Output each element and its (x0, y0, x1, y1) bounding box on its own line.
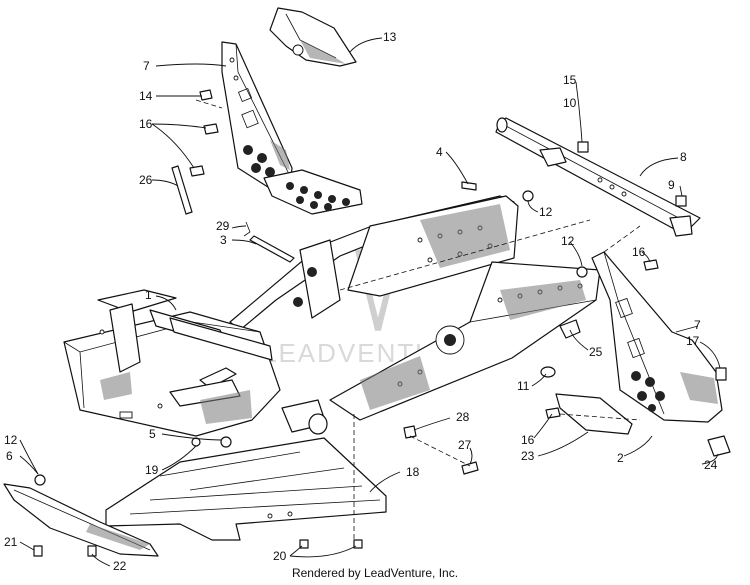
callout-27: 27 (458, 438, 472, 452)
hardware (33, 89, 727, 557)
callout-6: 6 (6, 449, 13, 463)
callout-10: 10 (563, 96, 577, 110)
callout-9: 9 (668, 178, 675, 192)
callout-16-lower: 16 (521, 433, 535, 447)
callout-23: 23 (521, 449, 535, 463)
right-footrest-panel (591, 251, 723, 423)
callout-15: 15 (563, 73, 577, 87)
right-footrest-plate (555, 393, 633, 435)
callout-26: 26 (139, 173, 153, 187)
belly-pan (105, 437, 387, 541)
leader-lines (19, 37, 721, 567)
callout-1: 1 (145, 288, 152, 302)
main-frame (63, 195, 601, 437)
callout-4: 4 (436, 145, 443, 159)
callout-7-right: 7 (694, 318, 701, 332)
callout-12-right: 12 (561, 234, 575, 248)
callout-29: 29 (216, 219, 230, 233)
callout-21: 21 (4, 535, 18, 549)
callout-18: 18 (406, 465, 420, 479)
front-skid (3, 483, 159, 557)
small-bracket (707, 435, 731, 457)
brace-rod (249, 235, 295, 263)
footer-credit: Rendered by LeadVenture, Inc. (291, 566, 459, 580)
steering-post (495, 117, 701, 237)
callout-11: 11 (517, 379, 530, 393)
callout-22: 22 (113, 559, 127, 573)
callout-19: 19 (145, 463, 159, 477)
callout-25: 25 (589, 345, 603, 359)
callout-3: 3 (220, 233, 227, 247)
callout-17: 17 (686, 334, 700, 348)
callout-7-left: 7 (143, 59, 150, 73)
callout-20: 20 (273, 549, 287, 563)
callout-8: 8 (680, 150, 687, 164)
callout-16-upper: 16 (139, 117, 153, 131)
callout-13: 13 (383, 30, 397, 44)
callout-12-front: 12 (4, 433, 18, 447)
left-footrest-plate (263, 169, 363, 215)
callout-24: 24 (704, 458, 718, 472)
clip (559, 319, 581, 339)
upper-cover (269, 7, 357, 67)
callout-2: 2 (617, 451, 624, 465)
footrest-rod (171, 165, 193, 215)
left-footrest-panel (221, 41, 293, 197)
callout-16-right: 16 (632, 245, 646, 259)
callout-12-steering: 12 (539, 205, 553, 219)
callout-labels: 13 7 14 16 26 29 3 1 4 15 10 8 9 12 12 1… (4, 30, 718, 573)
callout-14: 14 (139, 89, 153, 103)
callout-28: 28 (456, 410, 470, 424)
callout-5: 5 (149, 427, 156, 441)
